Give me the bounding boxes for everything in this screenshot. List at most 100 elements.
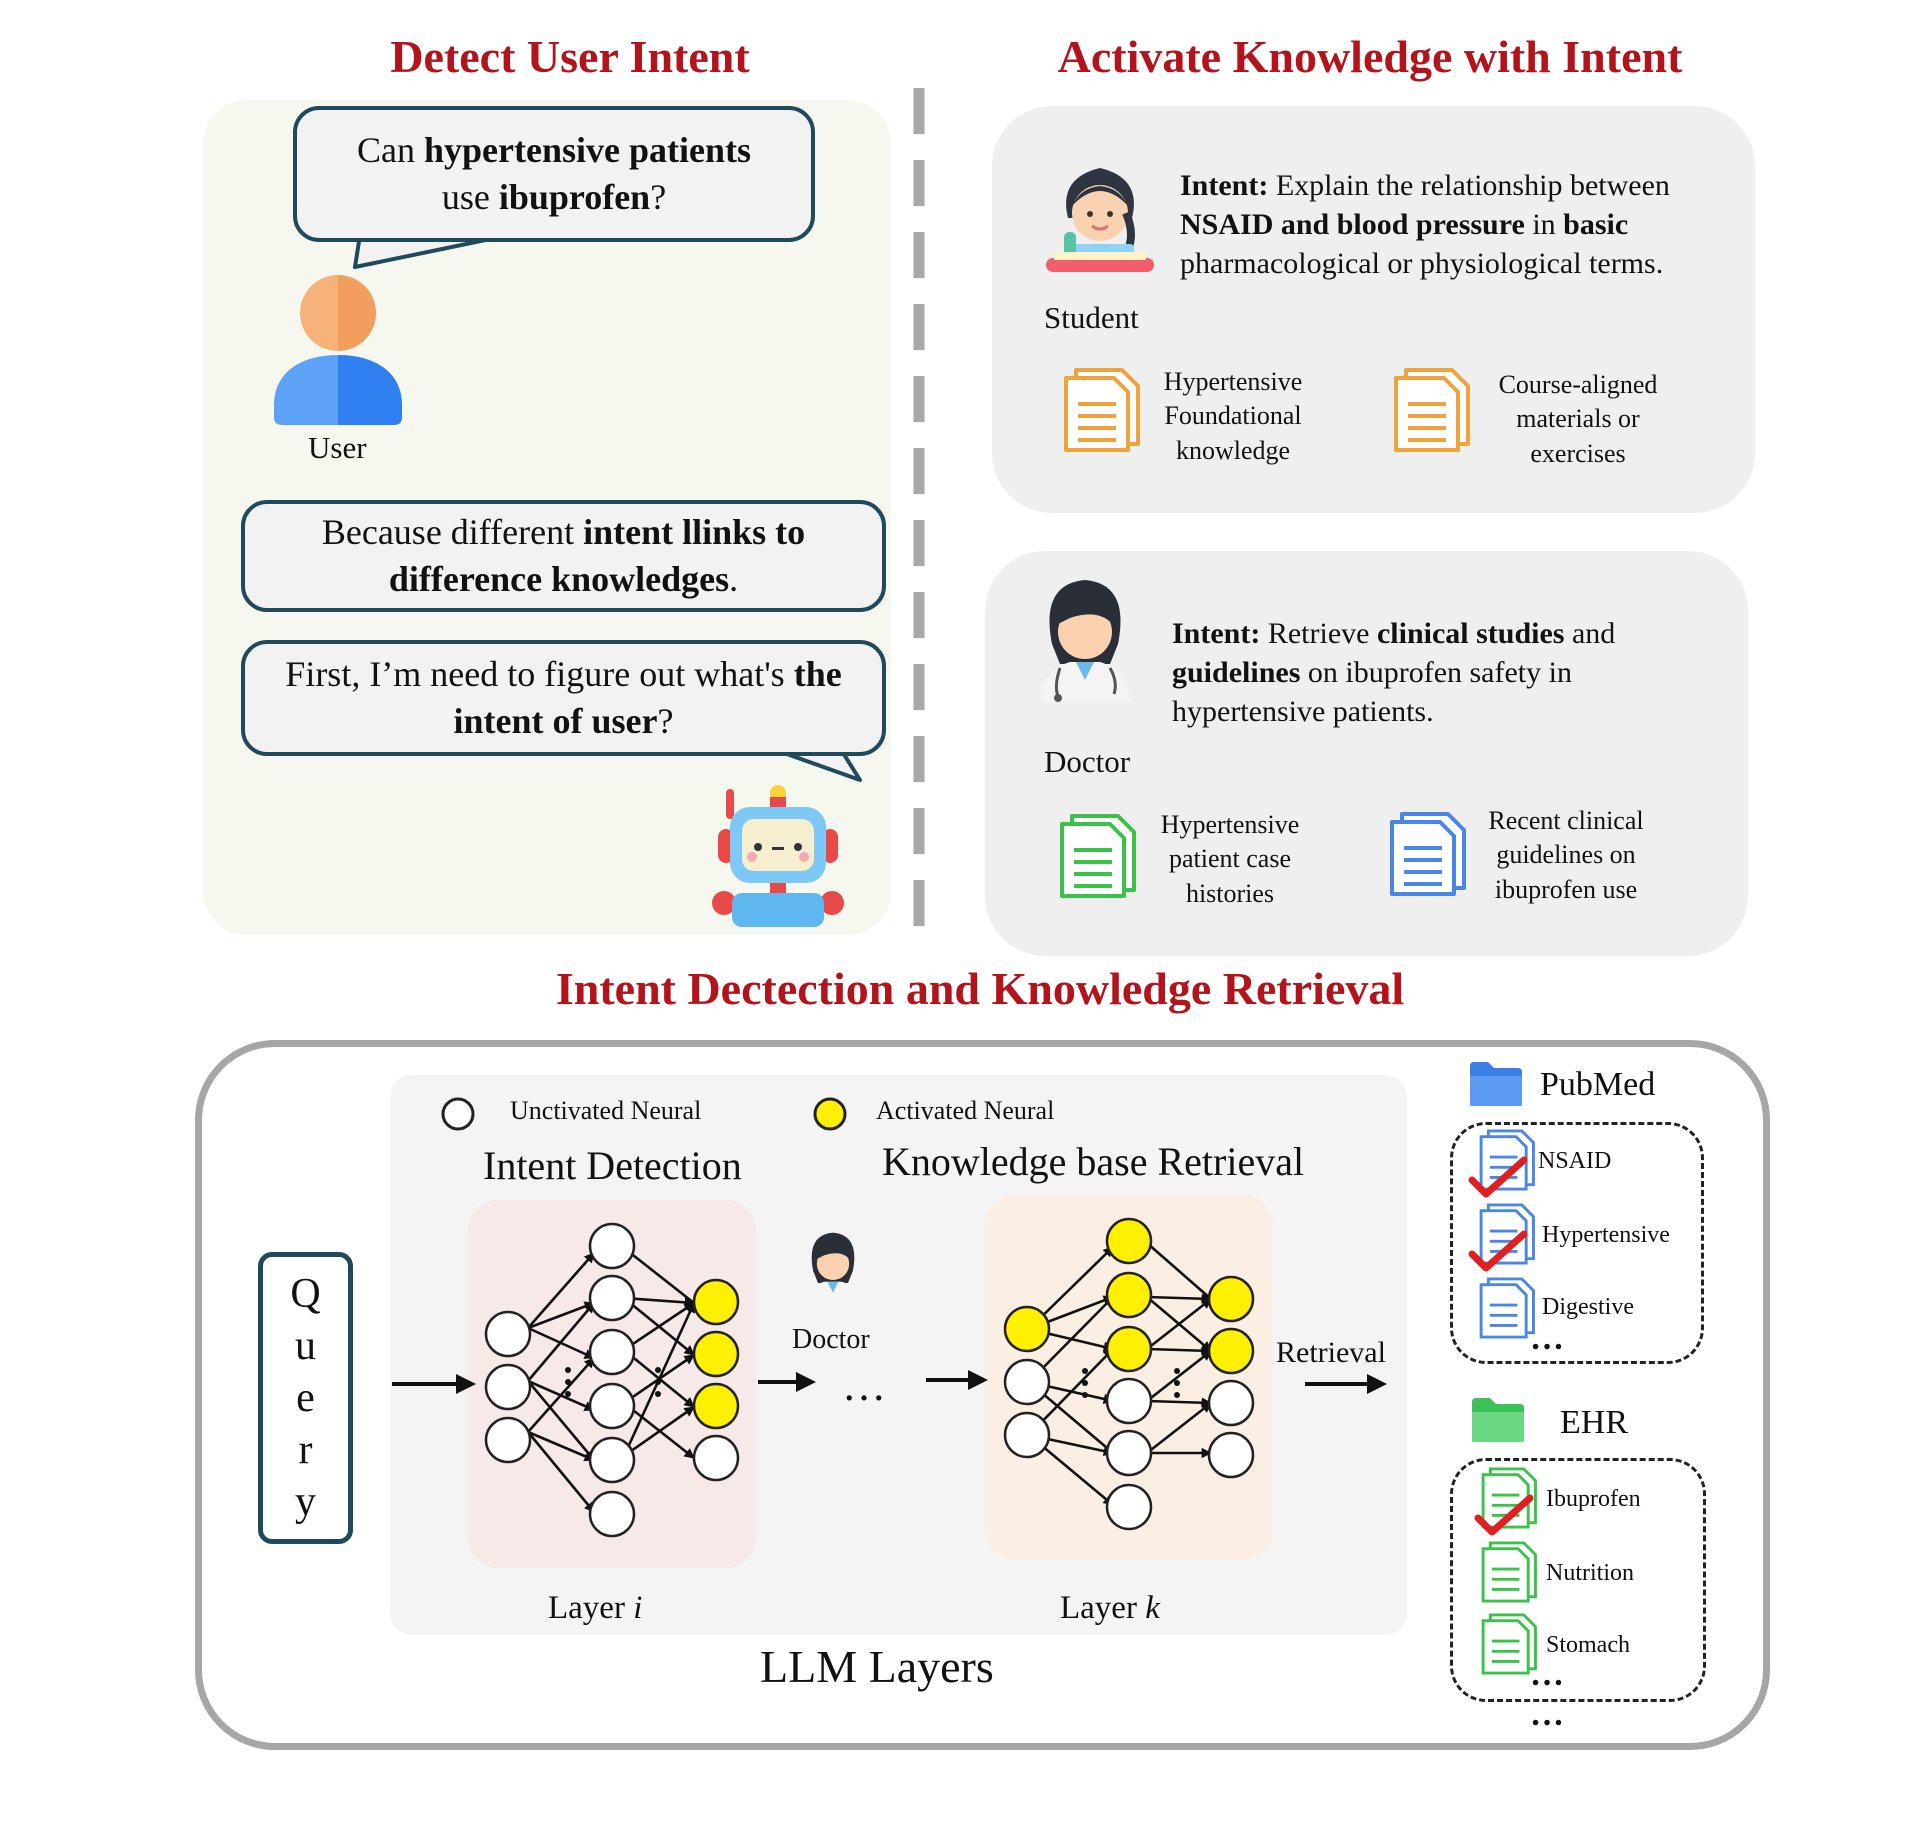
llm-layers-label: LLM Layers — [760, 1641, 994, 1692]
doctor-intent-part-2: and — [1564, 617, 1616, 650]
doctor-doc-1-line-1: Hypertensive — [1160, 810, 1300, 839]
neuron-unactivated — [588, 1274, 636, 1322]
doctor-avatar-icon — [806, 1232, 860, 1306]
document-icon — [1064, 368, 1140, 452]
neuron-activated — [1105, 1271, 1153, 1319]
student-avatar-icon — [1046, 168, 1154, 272]
document-icon — [1479, 1129, 1535, 1191]
pubmed-more-dots: … — [1530, 1320, 1564, 1357]
layer-k-label: Layer k — [1060, 1590, 1160, 1627]
student-doc-1-line-3: knowledge — [1175, 435, 1291, 465]
neuron-unactivated — [1207, 1431, 1255, 1479]
query-letter: e — [296, 1374, 315, 1421]
question-bubble: Can hypertensive patients use ibuprofen? — [293, 106, 815, 242]
neuron-unactivated — [1105, 1429, 1153, 1477]
doctor-doc-1-line-3: histories — [1185, 878, 1275, 908]
robot-text-1: First, I’m need to figure out what's — [285, 654, 794, 695]
doctor-intent-label: Doctor — [792, 1324, 870, 1355]
query-letter: r — [298, 1427, 313, 1474]
neuron-activated — [1207, 1327, 1255, 1375]
student-doc-2-line-2: materials or — [1516, 404, 1640, 434]
document-icon — [1479, 1277, 1535, 1339]
title-intent-detection-retrieval: Intent Dectection and Knowledge Retrieva… — [555, 963, 1405, 1014]
doctor-doc-1-label: Hypertensive patient case histories — [1140, 808, 1320, 911]
student-doc-2-line-1: Course-aligned — [1498, 370, 1658, 399]
pubmed-label: PubMed — [1540, 1066, 1656, 1103]
layer-i-variable: i — [633, 1590, 643, 1626]
folder-icon — [1472, 1398, 1524, 1442]
retrieval-label: Retrieval — [1276, 1336, 1386, 1369]
retrieval-outer-frame — [195, 1040, 1770, 1750]
student-doc-1-line-1: Hypertensive — [1163, 367, 1303, 396]
question-text-3: ? — [650, 177, 667, 217]
doctor-doc-1-line-2: patient case — [1169, 844, 1291, 874]
neuron-activated — [692, 1278, 740, 1326]
robot-icon — [712, 785, 844, 927]
ehr-label: EHR — [1560, 1404, 1628, 1441]
robot-text-2: ? — [657, 701, 674, 741]
question-text-2: use — [441, 177, 499, 217]
student-doc-2-line-3: exercises — [1530, 438, 1626, 468]
neuron-activated — [692, 1330, 740, 1378]
neural-net-layer-k — [1003, 1217, 1255, 1531]
ehr-item-nutrition: Nutrition — [1546, 1560, 1634, 1586]
query-letter: u — [295, 1322, 316, 1369]
title-detect-user-intent: Detect User Intent — [390, 31, 750, 82]
neuron-unactivated — [484, 1363, 532, 1411]
layers-ellipsis: … — [842, 1361, 886, 1410]
checkmark-icon — [1468, 1230, 1528, 1272]
doctor-doc-2-line-1: Recent clinical — [1488, 806, 1644, 835]
student-intent-text: Intent: Explain the relationship between… — [1180, 166, 1740, 283]
robot-bubble: First, I’m need to figure out what's the… — [241, 640, 886, 756]
doctor-avatar-icon — [1040, 580, 1130, 702]
neuron-activated — [692, 1382, 740, 1430]
checkmark-icon — [1474, 1494, 1534, 1536]
query-letter: Q — [290, 1270, 321, 1317]
neuron-activated — [1105, 1217, 1153, 1265]
ehr-kb-box — [1450, 1458, 1706, 1702]
document-icon — [1390, 812, 1466, 896]
student-intent-part-2: in — [1524, 208, 1564, 241]
doctor-doc-2-line-2: guidelines on — [1496, 840, 1636, 870]
query-letter: y — [295, 1479, 316, 1526]
question-text-1: Can — [357, 130, 424, 171]
doctor-doc-2-label: Recent clinical guidelines on ibuprofen … — [1466, 804, 1666, 907]
kb-retrieval-label: Knowledge base Retrieval — [882, 1139, 1305, 1184]
neuron-unactivated — [588, 1490, 636, 1538]
user-avatar-icon — [274, 275, 402, 425]
doctor-intent-part-3: on ibuprofen safety in hypertensive pati… — [1172, 656, 1572, 728]
neuron-unactivated — [1105, 1377, 1153, 1425]
student-intent-bold-2: basic — [1563, 208, 1629, 241]
legend-unactivated-label: Unctivated Neural — [510, 1096, 702, 1125]
pubmed-item-digestive: Digestive — [1542, 1294, 1634, 1320]
student-intent-part-1: Explain the relationship between — [1268, 169, 1670, 202]
neuron-activated — [1105, 1325, 1153, 1373]
ehr-more-dots: … — [1530, 1656, 1564, 1693]
neuron-unactivated — [692, 1434, 740, 1482]
neuron-unactivated — [484, 1310, 532, 1358]
student-doc-1-label: Hypertensive Foundational knowledge — [1148, 365, 1318, 468]
student-intent-bold-1: NSAID and blood pressure — [1180, 208, 1525, 241]
neuron-unactivated — [588, 1328, 636, 1376]
doctor-intent-bold-2: guidelines — [1172, 656, 1301, 689]
document-icon — [1479, 1203, 1535, 1265]
more-knowledge-bases-dots: … — [1530, 1696, 1564, 1733]
title-activate-knowledge: Activate Knowledge with Intent — [1057, 31, 1683, 82]
doctor-intent-part-1: Retrieve — [1260, 617, 1377, 650]
student-doc-2-label: Course-aligned materials or exercises — [1478, 368, 1678, 471]
document-icon — [1481, 1613, 1537, 1675]
neuron-activated — [1003, 1305, 1051, 1353]
intent-detection-label: Intent Detection — [483, 1143, 742, 1188]
doctor-label: Doctor — [1044, 744, 1131, 779]
unactivated-neuron-legend-icon — [441, 1097, 475, 1131]
student-label: Student — [1044, 300, 1139, 335]
query-box: Q u e r y — [258, 1252, 353, 1544]
neuron-unactivated — [1207, 1379, 1255, 1427]
document-icon — [1060, 814, 1136, 898]
question-bold-2: ibuprofen — [498, 177, 651, 217]
layer-i-prefix: Layer — [548, 1590, 634, 1626]
neuron-unactivated — [588, 1436, 636, 1484]
section-divider — [913, 88, 925, 928]
layer-k-variable: k — [1145, 1590, 1160, 1626]
legend-activated-label: Activated Neural — [876, 1096, 1055, 1125]
